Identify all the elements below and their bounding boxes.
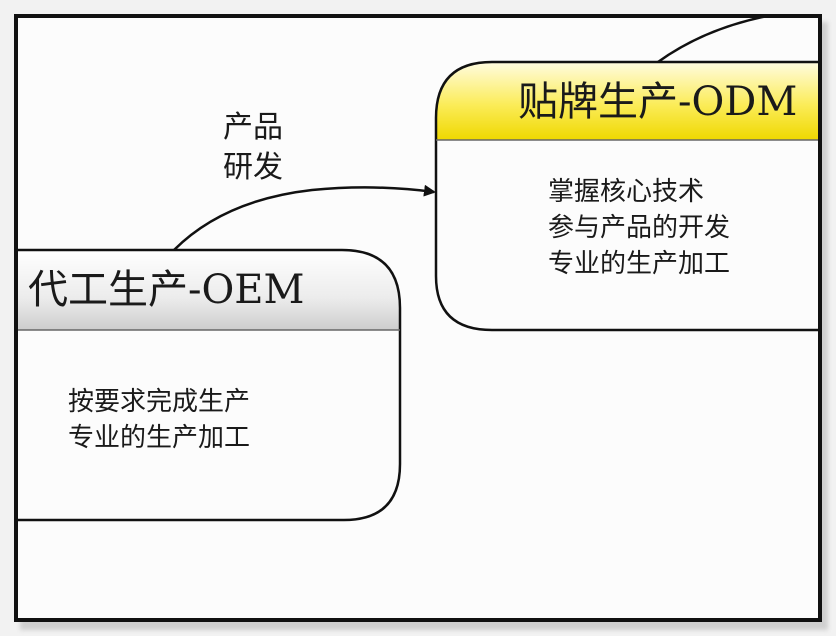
oem-box-outline xyxy=(18,248,402,522)
oem-box xyxy=(18,248,402,522)
arrow-label: 产品 研发 xyxy=(223,108,283,188)
odm-description: 掌握核心技术 参与产品的开发 专业的生产加工 xyxy=(548,174,730,282)
oem-description: 按要求完成生产 专业的生产加工 xyxy=(68,384,250,456)
diagram-canvas xyxy=(18,18,818,522)
arrow-label-line-1: 产品 xyxy=(223,110,283,145)
oem-line-2: 专业的生产加工 xyxy=(68,423,251,453)
odm-header-fill xyxy=(436,62,818,140)
diagram-frame: 贴牌生产-ODM 掌握核心技术 参与产品的开发 专业的生产加工 代工生产-OEM… xyxy=(14,14,822,622)
odm-line-3: 专业的生产加工 xyxy=(548,249,731,279)
odm-box-outline xyxy=(434,60,818,332)
oem-title: 代工生产-OEM xyxy=(28,267,305,313)
odm-line-2: 参与产品的开发 xyxy=(548,213,731,243)
odm-box xyxy=(434,60,818,332)
research-arrow xyxy=(173,184,436,251)
odm-line-1: 掌握核心技术 xyxy=(548,177,705,207)
oem-header-fill xyxy=(18,250,400,330)
odm-title: 贴牌生产-ODM xyxy=(518,79,798,125)
odm-connector-line xyxy=(657,18,764,64)
oem-line-1: 按要求完成生产 xyxy=(68,387,251,417)
arrow-label-line-2: 研发 xyxy=(223,150,283,185)
